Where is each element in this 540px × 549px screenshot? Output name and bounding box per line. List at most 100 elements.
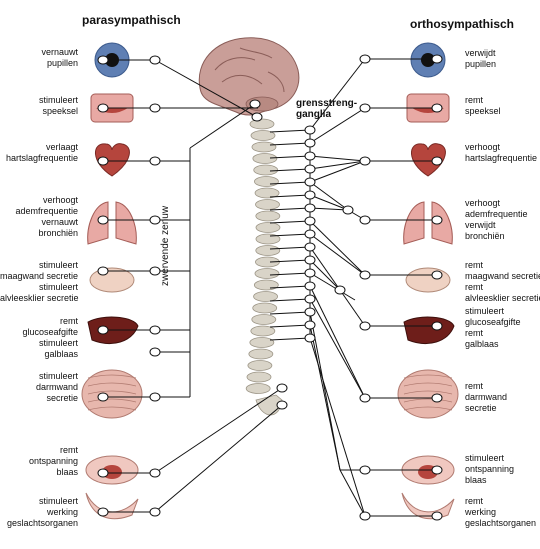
vertebra (249, 337, 275, 348)
left-label-intestine-line: stimuleert (38, 371, 78, 381)
left-label-heart-line: verlaagt (45, 142, 78, 152)
nerve-line (309, 181, 349, 211)
right-organ-stomach-icon (405, 267, 451, 293)
right-label-mouth-line: speeksel (465, 106, 501, 116)
left-label-genitals-line: geslachtsorganen (6, 518, 78, 528)
vertebra (255, 233, 281, 245)
right-connect-node (359, 465, 371, 475)
left-label-lungs-line: vernauwt (41, 217, 78, 227)
right-label-stomach-line: maagwand secretie (465, 271, 540, 281)
right-organ-lungs-icon (403, 201, 453, 245)
right-connect-node (359, 156, 371, 166)
nerve-line (309, 58, 366, 131)
nerve-line (309, 233, 366, 276)
right-organ-intestine-icon (397, 369, 459, 419)
nerve-line (309, 298, 366, 399)
nerve-line (269, 155, 311, 159)
vertebra (254, 187, 280, 199)
vagus-nerve-label: zwervende zenuw (160, 205, 171, 286)
vertebra (255, 222, 281, 233)
right-organ-node (431, 103, 443, 113)
vertebra (246, 371, 272, 383)
nerve-line (269, 220, 311, 224)
vertebra (245, 383, 271, 394)
left-label-lungs-line: verhoogt (42, 195, 78, 205)
nerve-line (309, 155, 366, 162)
left-connect-node (149, 392, 161, 402)
right-connect-node (359, 393, 371, 403)
left-label-stomach-line: stimuleert (38, 260, 78, 270)
ganglion-node (304, 333, 316, 343)
left-label-heart-line: hartslagfrequentie (5, 153, 78, 163)
right-label-eye-line: pupillen (465, 59, 497, 69)
vertebra (248, 348, 274, 360)
right-label-genitals-line: geslachtsorganen (465, 518, 537, 528)
nerve-line (269, 246, 311, 250)
nerve-line (309, 337, 366, 517)
right-label-heart-line: verhoogt (465, 142, 501, 152)
nerve-nodes (97, 54, 443, 521)
left-label-mouth-line: speeksel (42, 106, 78, 116)
left-organ-stomach-icon (89, 267, 135, 293)
left-label-mouth-line: stimuleert (38, 95, 78, 105)
ganglion-node (304, 125, 316, 135)
left-label-intestine-line: secretie (46, 393, 78, 403)
ganglion-node (304, 216, 316, 226)
nerve-line (309, 160, 366, 183)
left-connect-node (149, 103, 161, 113)
brainstem-node (249, 99, 261, 109)
nerve-line (269, 181, 311, 185)
right-label-stomach-line: remt (465, 282, 483, 292)
left-organ-bladder-icon (85, 455, 139, 485)
left-connect-node (149, 55, 161, 65)
vertebra (254, 176, 279, 187)
right-label-liver-line: glucoseafgifte (465, 317, 521, 327)
header-parasympathisch: parasympathisch (82, 13, 181, 27)
ganglion-node (304, 320, 316, 330)
ganglion-node (304, 255, 316, 265)
ganglion-node (304, 151, 316, 161)
left-organ-node (97, 215, 109, 225)
vertebra (251, 141, 277, 153)
right-organ-node (431, 321, 443, 331)
right-label-liver-line: remt (465, 328, 483, 338)
right-organ-node (431, 156, 443, 166)
nerve-line (339, 469, 366, 517)
left-organ-node (97, 266, 109, 276)
vertebra (250, 325, 276, 337)
nerve-line (309, 272, 356, 301)
right-organ-node (431, 54, 443, 64)
left-label-genitals-line: stimuleert (38, 496, 78, 506)
ganglion-node (304, 281, 316, 291)
right-connect-node (359, 511, 371, 521)
left-label-intestine-line: darmwand (35, 382, 78, 392)
right-organ-node (431, 393, 443, 403)
nerve-line (269, 285, 311, 289)
left-connect-node (149, 325, 161, 335)
right-label-lungs-line: verwijdt (465, 220, 496, 230)
left-organ-node (97, 325, 109, 335)
vertebra (247, 360, 273, 371)
left-organ-node (97, 507, 109, 517)
right-organ-node (431, 465, 443, 475)
left-connect-node (149, 347, 161, 357)
vertebra (251, 314, 277, 325)
left-label-liver-line: glucoseafgifte (22, 327, 78, 337)
right-label-lungs-line: verhoogt (465, 198, 501, 208)
left-label-liver-line: remt (60, 316, 78, 326)
right-label-liver-line: stimuleert (465, 306, 505, 316)
sacral-node (276, 400, 288, 410)
nerve-line (309, 207, 349, 211)
nerve-line (269, 298, 311, 302)
vertebra (252, 153, 278, 164)
